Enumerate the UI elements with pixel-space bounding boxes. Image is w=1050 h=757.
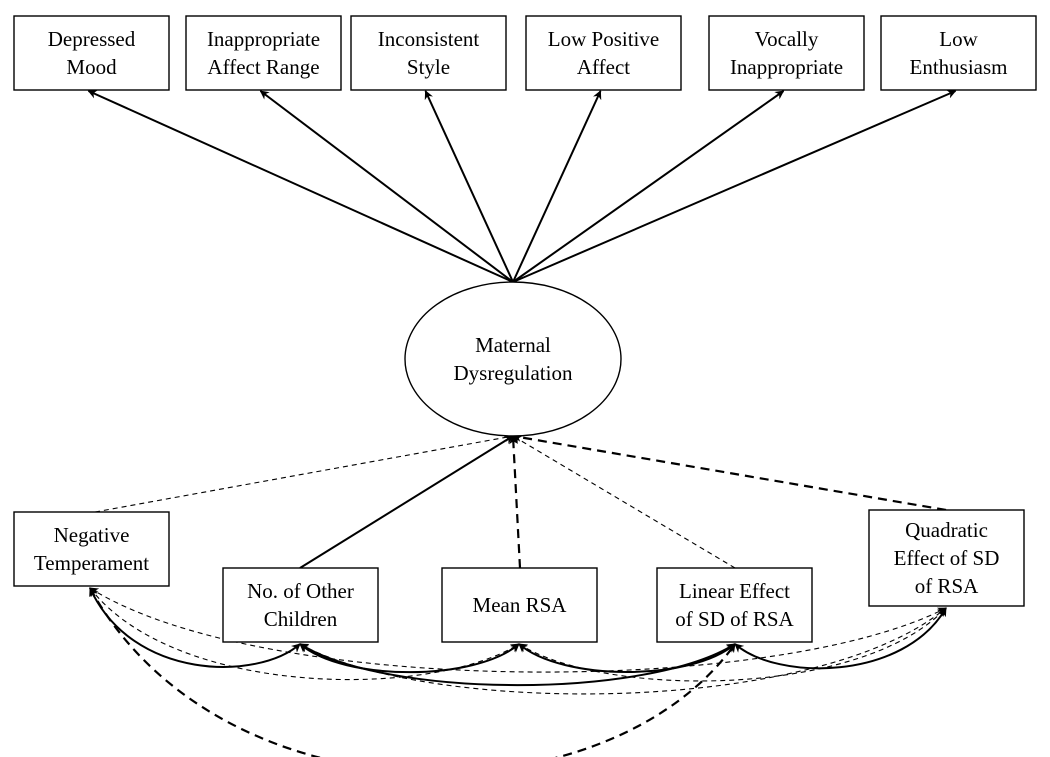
covariance-linear-effect-sd-rsa-quadratic-effect-sd-rsa	[734, 607, 947, 670]
regression-path-mean-rsa	[508, 435, 522, 569]
low-enthusiasm-label-line-1: Low	[939, 27, 978, 51]
regression-path-no-of-other-children	[299, 435, 514, 569]
maternal-dysregulation-ellipse	[404, 281, 622, 437]
quadratic-effect-sd-rsa-label-line-3: of RSA	[915, 574, 979, 598]
covariance-no-of-other-children-quadratic-effect-sd-rsa	[299, 607, 947, 695]
covariance-no-of-other-children-mean-rsa	[299, 643, 520, 674]
inconsistent-style-label-line-1: Inconsistent	[378, 27, 480, 51]
depressed-mood-label-line-2: Mood	[66, 55, 117, 79]
variables-layer: MaternalDysregulationDepressedMoodInappr…	[13, 15, 1037, 643]
quadratic-effect-sd-rsa-label-line-1: Quadratic	[905, 518, 988, 542]
inconsistent-style-label-line-2: Style	[407, 55, 450, 79]
negative-temperament-label-line-1: Negative	[54, 523, 130, 547]
inappropriate-affect-range-box	[185, 15, 342, 91]
mean-rsa-label-line-1: Mean RSA	[473, 593, 568, 617]
quadratic-effect-sd-rsa-box	[868, 509, 1025, 607]
maternal-dysregulation-label-line-2: Dysregulation	[454, 361, 573, 385]
covariance-mean-rsa-quadratic-effect-sd-rsa	[518, 607, 947, 682]
depressed-mood-label-line-1: Depressed	[48, 27, 136, 51]
mean-rsa-box	[441, 567, 598, 643]
negative-temperament-box	[13, 511, 170, 587]
regression-path-negative-temperament	[94, 433, 514, 513]
loading-arrow-inconsistent-style	[424, 90, 514, 283]
regression-path-linear-effect-sd-rsa	[512, 435, 736, 569]
regression-path-quadratic-effect-sd-rsa	[512, 432, 947, 512]
vocally-inappropriate-label-line-2: Inappropriate	[730, 55, 843, 79]
low-positive-affect-label-line-1: Low Positive	[548, 27, 659, 51]
mean-rsa-node: Mean RSA	[441, 567, 598, 643]
inappropriate-affect-range-label-line-2: Affect Range	[207, 55, 319, 79]
low-positive-affect-box	[525, 15, 682, 91]
linear-effect-sd-rsa-label-line-1: Linear Effect	[679, 579, 790, 603]
depressed-mood-box	[13, 15, 170, 91]
linear-effect-sd-rsa-box	[656, 567, 813, 643]
loading-arrow-low-positive-affect	[512, 90, 602, 283]
negative-temperament-label-line-2: Temperament	[34, 551, 149, 575]
no-of-other-children-label-line-1: No. of Other	[247, 579, 354, 603]
loading-arrow-inappropriate-affect-range	[259, 90, 514, 283]
quadratic-effect-sd-rsa-label-line-2: Effect of SD	[894, 546, 1000, 570]
paths-layer	[87, 90, 957, 757]
no-of-other-children-label-line-2: Children	[264, 607, 338, 631]
covariance-negative-temperament-linear-effect-sd-rsa	[89, 587, 736, 757]
loading-arrow-vocally-inappropriate	[512, 90, 785, 283]
inappropriate-affect-range-label-line-1: Inappropriate	[207, 27, 320, 51]
loading-arrow-low-enthusiasm	[512, 90, 957, 283]
no-of-other-children-box	[222, 567, 379, 643]
covariance-negative-temperament-mean-rsa	[89, 587, 520, 681]
linear-effect-sd-rsa-node: Linear Effect of SD of RSA	[656, 567, 813, 643]
vocally-inappropriate-box	[708, 15, 865, 91]
low-enthusiasm-label-line-2: Enthusiasm	[910, 55, 1008, 79]
covariance-mean-rsa-linear-effect-sd-rsa	[518, 643, 736, 673]
inconsistent-style-box	[350, 15, 507, 91]
low-enthusiasm-box	[880, 15, 1037, 91]
maternal-dysregulation-label-line-1: Maternal	[475, 333, 551, 357]
loading-arrow-depressed-mood	[87, 90, 514, 283]
linear-effect-sd-rsa-label-line-2: of SD of RSA	[675, 607, 794, 631]
vocally-inappropriate-label-line-1: Vocally	[755, 27, 819, 51]
low-positive-affect-label-line-2: Affect	[577, 55, 630, 79]
